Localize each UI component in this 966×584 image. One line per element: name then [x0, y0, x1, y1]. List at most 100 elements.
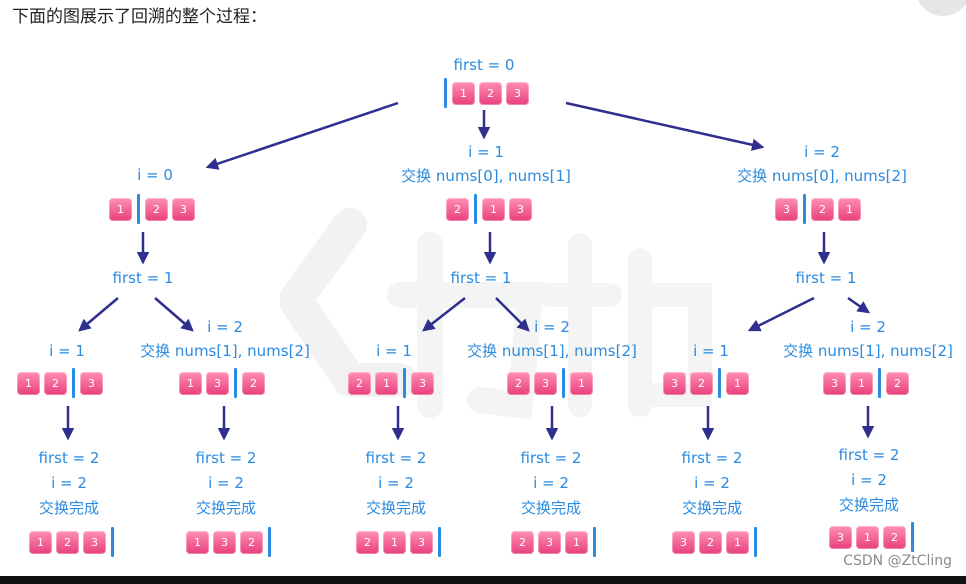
array-cell: 1 — [452, 81, 475, 105]
array-cell: 2 — [240, 530, 263, 554]
boundary-bar — [474, 194, 477, 224]
boundary-bar — [72, 368, 75, 398]
array-cell: 3 — [410, 530, 433, 554]
corner-avatar-circle — [915, 0, 966, 16]
level1-2-label: i = 2 — [804, 143, 840, 161]
array-cell: 2 — [44, 371, 67, 395]
tree-edge-arrow — [78, 297, 119, 332]
boundary-bar — [438, 527, 441, 557]
array-cell: 1 — [383, 530, 406, 554]
array-cell: 1 — [17, 371, 40, 395]
tree-edge-arrow — [847, 296, 871, 314]
level3-1-done: 交换完成 — [195, 499, 257, 517]
level1-2-swap-label: 交换 nums[0], nums[2] — [737, 167, 907, 185]
boundary-bar — [403, 368, 406, 398]
array-cell: 2 — [699, 530, 722, 554]
array-cell: 3 — [538, 530, 561, 554]
array-cell: 1 — [482, 197, 505, 221]
array-cell: 3 — [506, 81, 529, 105]
level2-5-label: i = 2 — [850, 318, 886, 336]
array-cell: 1 — [29, 530, 52, 554]
array-cell: 1 — [179, 371, 202, 395]
tree-edge-arrow — [747, 296, 815, 332]
level2-0-label: i = 1 — [49, 342, 85, 360]
tree-edge-arrow — [565, 101, 765, 151]
level2-1-swap-label: 交换 nums[1], nums[2] — [140, 342, 310, 360]
bottom-bar — [0, 576, 966, 584]
array-cell: 3 — [411, 371, 434, 395]
level1-1-label: i = 1 — [468, 143, 504, 161]
level3-3-first: first = 2 — [520, 449, 582, 467]
tree-edge-arrow — [154, 297, 194, 332]
array-cell: 3 — [775, 197, 798, 221]
boundary-bar — [562, 368, 565, 398]
boundary-bar — [111, 527, 114, 557]
array-cell: 2 — [883, 525, 906, 549]
array-cell: 1 — [375, 371, 398, 395]
tree-edge-arrow — [422, 297, 466, 332]
level3-2-done: 交换完成 — [365, 499, 427, 517]
boundary-bar — [268, 527, 271, 557]
array-cell: 2 — [886, 371, 909, 395]
level3-0-i: i = 2 — [51, 474, 87, 492]
boundary-bar — [593, 527, 596, 557]
array-cell: 3 — [172, 197, 195, 221]
boundary-bar — [803, 194, 806, 224]
root-label: first = 0 — [453, 56, 515, 74]
level3-3-i: i = 2 — [533, 474, 569, 492]
array-cell: 2 — [356, 530, 379, 554]
array-cell: 3 — [672, 530, 695, 554]
level3-5-first: first = 2 — [838, 446, 900, 464]
tree-edge-arrow — [495, 297, 530, 332]
level3-0-first: first = 2 — [38, 449, 100, 467]
level3-3-done: 交换完成 — [520, 499, 582, 517]
csdn-credit: CSDN @ZtCling — [843, 553, 952, 569]
level3-5-done: 交换完成 — [838, 496, 900, 514]
level3-4-first: first = 2 — [681, 449, 743, 467]
level1-0-first-label: first = 1 — [112, 269, 174, 287]
level2-2-label: i = 1 — [376, 342, 412, 360]
array-cell: 3 — [663, 371, 686, 395]
array-cell: 3 — [829, 525, 852, 549]
array-cell: 2 — [242, 371, 265, 395]
array-cell: 3 — [509, 197, 532, 221]
array-cell: 2 — [511, 530, 534, 554]
boundary-bar — [911, 522, 914, 552]
array-cell: 2 — [446, 197, 469, 221]
level3-2-i: i = 2 — [378, 474, 414, 492]
array-cell: 3 — [80, 371, 103, 395]
boundary-bar — [878, 368, 881, 398]
level3-1-i: i = 2 — [208, 474, 244, 492]
array-cell: 2 — [348, 371, 371, 395]
array-cell: 2 — [507, 371, 530, 395]
page-heading: 下面的图展示了回溯的整个过程： — [12, 7, 267, 27]
array-cell: 3 — [823, 371, 846, 395]
level3-4-i: i = 2 — [694, 474, 730, 492]
tree-edge-arrow — [205, 101, 399, 170]
array-cell: 2 — [145, 197, 168, 221]
level1-1-swap-label: 交换 nums[0], nums[1] — [401, 167, 571, 185]
level3-1-first: first = 2 — [195, 449, 257, 467]
boundary-bar — [754, 527, 757, 557]
level2-1-label: i = 2 — [207, 318, 243, 336]
array-cell: 1 — [109, 197, 132, 221]
array-cell: 3 — [213, 530, 236, 554]
boundary-bar — [718, 368, 721, 398]
level1-2-first-label: first = 1 — [795, 269, 857, 287]
level2-3-label: i = 2 — [534, 318, 570, 336]
